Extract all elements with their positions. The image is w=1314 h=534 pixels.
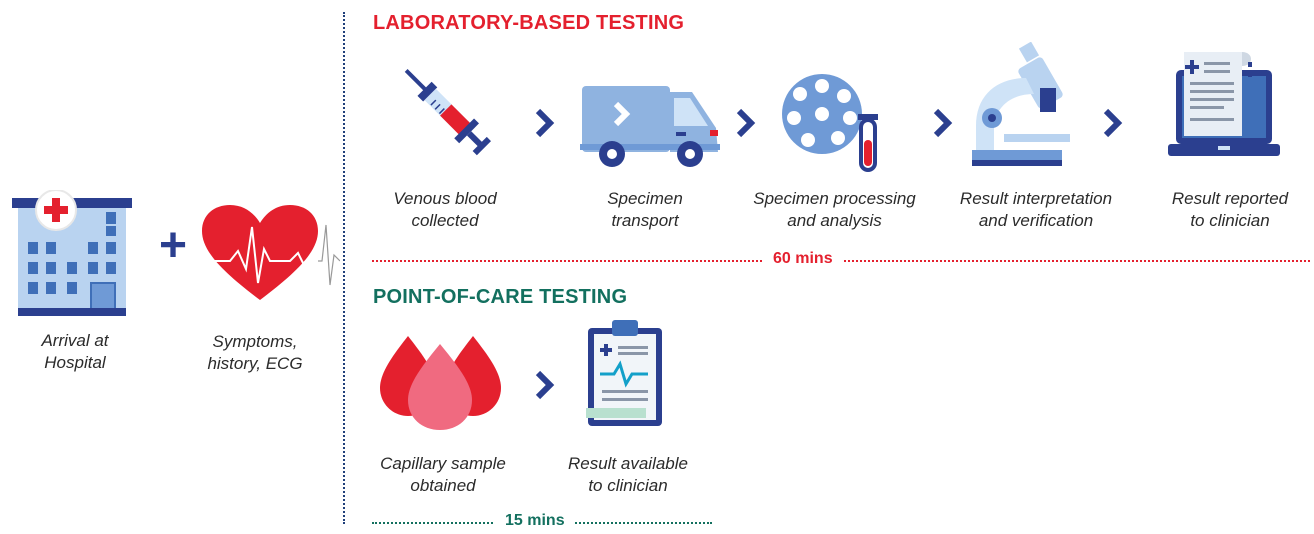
centrifuge-icon [780,70,890,180]
lab-section-title: LABORATORY-BASED TESTING [373,12,685,34]
blood-drops-icon [378,332,503,432]
van-icon [580,82,722,172]
syringe-icon [393,55,508,165]
heart-ecg-icon [200,205,340,305]
step-interpretation-caption: Result interpretation and verification [959,189,1113,230]
section-divider [343,12,345,524]
plus-symbol: + [159,219,188,272]
lab-duration-label: 60 mins [763,250,843,268]
laptop-report-icon [1168,50,1288,170]
step-capillary-caption: Capillary sample obtained [380,454,506,495]
chevron-right-icon [735,107,757,139]
poc-section-title: POINT-OF-CARE TESTING [373,286,628,308]
arrival-caption: Arrival at Hospital [41,331,109,372]
poc-duration-label: 15 mins [495,512,575,530]
step-transport-caption: Specimen transport [607,189,683,230]
chevron-right-icon [534,107,556,139]
step-venous-caption: Venous blood collected [393,189,497,230]
symptoms-caption: Symptoms, history, ECG [207,332,303,373]
microscope-icon [968,42,1078,172]
step-result-available-caption: Result available to clinician [567,454,688,495]
clipboard-report-icon [582,318,672,430]
step-processing-caption: Specimen processing and analysis [753,189,916,230]
chevron-right-icon [932,107,954,139]
chevron-right-icon [1102,107,1124,139]
chevron-right-icon [534,369,556,401]
step-reported-caption: Result reported to clinician [1171,189,1289,230]
hospital-icon [12,190,132,316]
